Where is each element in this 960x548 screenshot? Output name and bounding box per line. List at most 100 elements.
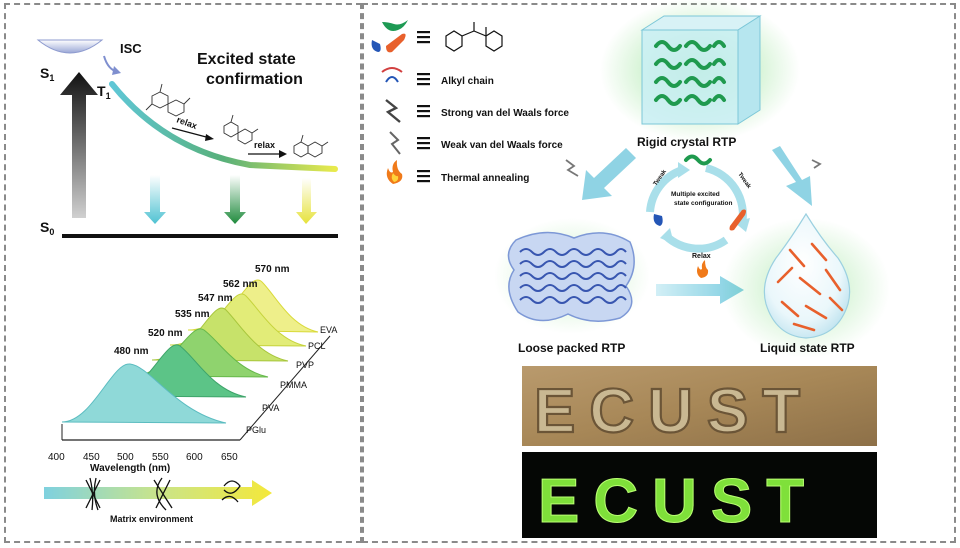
liquid-state-label: Liquid state RTP [760, 341, 855, 355]
weak-vdw-icon [389, 131, 401, 155]
arrow-loose-to-liquid [656, 276, 744, 304]
environment-label: Matrix environment [110, 514, 193, 524]
emission-arrow-yellow [296, 178, 317, 224]
matrix-label: EVA [320, 325, 337, 335]
relax-arrow-1 [171, 127, 211, 139]
wood-background [522, 366, 877, 446]
legend: Alkyl chain Strong van del Waals force W… [371, 20, 569, 184]
t1-label: T1 [97, 83, 111, 101]
axis-depth [239, 335, 331, 441]
emission-arrow-blue [144, 175, 166, 224]
title-line2: confirmation [206, 71, 303, 88]
relax-label-2: relax [254, 140, 275, 150]
cycle-flame-icon [697, 260, 709, 278]
liquid-molecules [776, 242, 844, 332]
x-tick: 500 [117, 452, 134, 463]
alkyl-chain-icon-2 [385, 76, 399, 83]
cycle-arrow-left [646, 166, 684, 213]
loose-chain-icon [153, 477, 173, 511]
weak-vdw-glyph-left [565, 159, 579, 177]
arrow-to-liquid [772, 146, 812, 206]
cycle-molecule-green [684, 154, 712, 166]
arrow-to-loose [582, 148, 636, 200]
benzil-structure-icon [445, 22, 503, 52]
molecule-icon-3 [293, 134, 329, 158]
strong-vdw-icon [385, 99, 401, 123]
peak-label: 535 nm [175, 309, 210, 320]
molecule-icon-1 [145, 83, 191, 117]
legend-label: Weak van del Waals force [441, 140, 563, 151]
melt-chain-icon [221, 480, 241, 503]
photo-daylight: ECUST [522, 366, 877, 447]
s0-label: S0 [40, 219, 54, 237]
loose-packed-label: Loose packed RTP [518, 341, 625, 355]
loose-chains [519, 248, 627, 304]
chain-bundle-icon [85, 477, 101, 511]
relax-arrow-1-head [205, 134, 214, 141]
matrix-environment: Matrix environment [44, 477, 272, 524]
cycle-molecule-blue [653, 214, 663, 226]
x-tick: 600 [186, 452, 203, 463]
t1-curve [109, 81, 338, 172]
environment-arrow [44, 480, 272, 506]
cycle-arrow-bottom-head [660, 228, 674, 244]
matrix-label: PVA [262, 403, 279, 413]
x-tick: 550 [152, 452, 169, 463]
x-tick: 450 [83, 452, 100, 463]
relax-arrow-2-head [279, 150, 287, 158]
left-panel-frame [4, 3, 362, 543]
loose-packed-blob: Loose packed RTP [494, 218, 650, 355]
jablonski-diagram: S1 T1 ISC Excited state confirmation rel… [36, 39, 338, 238]
x-tick: 650 [221, 452, 238, 463]
spectra-plot: 480 nm 520 nm 535 nm 547 nm 562 nm 570 n… [48, 264, 337, 474]
relax-label: Relax [692, 253, 711, 260]
spectrum-pglu [61, 363, 227, 424]
equals-sign [417, 170, 430, 183]
equals-sign [417, 137, 430, 150]
legend-label: Alkyl chain [441, 76, 494, 87]
isc-arrow-head [112, 66, 121, 75]
crystal-molecules [654, 40, 726, 106]
cycle-label-line2: state configuration [674, 200, 733, 207]
matrix-label: PVP [296, 360, 314, 370]
peak-label: 480 nm [114, 346, 149, 357]
cycle-arrow-bottom [663, 232, 729, 253]
molecule-orange-icon [386, 33, 406, 53]
liquid-drop-shape [763, 212, 851, 339]
ecust-daylight-text: ECUST [534, 377, 814, 446]
peak-label: 547 nm [198, 293, 233, 304]
rigid-crystal-label: Rigid crystal RTP [637, 135, 736, 149]
x-tick-labels: 400 450 500 550 600 650 [48, 452, 238, 463]
legend-label: Thermal annealing [441, 173, 529, 184]
peak-label: 570 nm [255, 264, 290, 275]
excitation-arrow [60, 72, 98, 218]
photo-glow: ECUST [522, 452, 877, 538]
emission-arrow-green [224, 175, 246, 224]
equals-sign [417, 31, 430, 44]
isc-label: ISC [120, 41, 142, 56]
rtp-states-diagram: Rigid crystal RTP Multiple excited st [494, 0, 890, 358]
flame-icon [386, 160, 403, 184]
legend-label: Strong van del Waals force [441, 108, 569, 119]
s1-label: S1 [40, 65, 54, 83]
title-line1: Excited state [197, 51, 296, 68]
matrix-label: PCL [308, 341, 326, 351]
relax-label-1: relax [175, 114, 198, 131]
flame-icon-core [391, 173, 399, 182]
x-tick: 400 [48, 452, 65, 463]
peak-label: 562 nm [223, 279, 258, 290]
dark-background [522, 452, 877, 538]
molecule-icon-2 [223, 114, 259, 145]
x-axis-label: Wavelength (nm) [90, 463, 170, 474]
peak-label: 520 nm [148, 328, 183, 339]
liquid-state-drop: Liquid state RTP [722, 212, 890, 358]
weak-vdw-glyph-right [811, 159, 822, 169]
peak-labels: 480 nm 520 nm 535 nm 547 nm 562 nm 570 n… [114, 264, 290, 357]
cycle-molecule-orange [729, 209, 746, 231]
ecust-glow-text: ECUST [538, 467, 818, 536]
cycle-arrow-left-head [678, 162, 690, 178]
equals-sign [417, 105, 430, 118]
s0-level [62, 234, 338, 238]
